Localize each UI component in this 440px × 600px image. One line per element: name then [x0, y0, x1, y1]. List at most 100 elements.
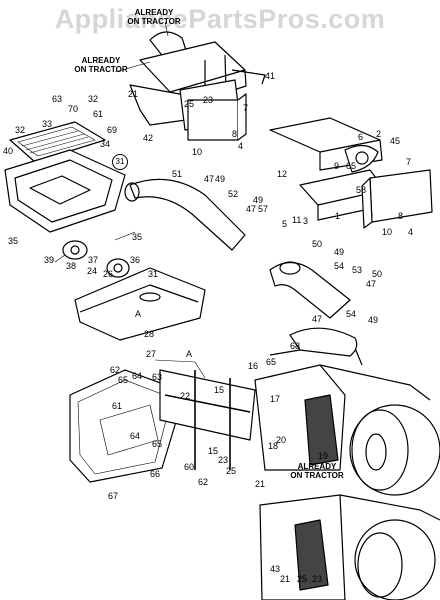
- already-on-tractor-note-top: ALREADY ON TRACTOR: [127, 8, 181, 26]
- part-callout: 50: [312, 239, 323, 249]
- part-callout: 7: [243, 103, 249, 113]
- part-callout: 41: [265, 71, 276, 81]
- part-callout: 67: [108, 491, 119, 501]
- part-callout: 54: [334, 261, 345, 271]
- part-callout: 63: [152, 372, 163, 382]
- watermark: AppliancePartsPros.com: [54, 4, 386, 34]
- part-callout: 23: [203, 95, 214, 105]
- part-callout: 64: [130, 431, 141, 441]
- inset-detail: [259, 494, 440, 600]
- part-callout: 11: [292, 215, 302, 225]
- part-callout: 17: [270, 394, 281, 404]
- part-callout: 63: [52, 94, 63, 104]
- part-callout: 26: [103, 269, 114, 279]
- part-callout: 47: [246, 204, 257, 214]
- part-callout: 21: [255, 479, 266, 489]
- part-callout: 23: [218, 455, 229, 465]
- part-callout: 27: [146, 349, 157, 359]
- part-callout: 1: [335, 211, 341, 221]
- part-callout: 61: [93, 109, 104, 119]
- part-callout: 62: [110, 365, 121, 375]
- part-callout: 37: [88, 255, 99, 265]
- part-callout: 39: [44, 255, 55, 265]
- mounting-frame: [159, 369, 256, 470]
- weight-box-upper: [187, 93, 247, 141]
- part-callout: A: [186, 349, 193, 359]
- part-callout: 47: [204, 174, 215, 184]
- part-callout: 7: [406, 157, 412, 167]
- weight-box-right: [361, 169, 433, 229]
- part-callout: 62: [198, 477, 209, 487]
- part-callout: 4: [238, 141, 244, 151]
- part-callout: 32: [15, 125, 26, 135]
- part-callout: 42: [143, 133, 154, 143]
- part-callout: 21: [128, 89, 139, 99]
- part-callout: 31: [148, 269, 159, 279]
- part-callout: 69: [107, 125, 118, 135]
- part-callout: 65: [118, 375, 129, 385]
- part-callout: 3: [303, 216, 309, 226]
- left-pulleys: [62, 240, 130, 278]
- part-callout: 32: [88, 94, 99, 104]
- part-callout: 25: [184, 99, 195, 109]
- part-callout: 49: [215, 174, 226, 184]
- part-callout: 43: [270, 564, 281, 574]
- part-callout: 51: [172, 169, 183, 179]
- part-callout: 61: [112, 401, 123, 411]
- part-callout: 35: [132, 232, 143, 242]
- part-callout: 49: [253, 195, 264, 205]
- part-callout: 64: [132, 371, 143, 381]
- part-callout: 34: [100, 139, 111, 149]
- part-callout: 5: [282, 219, 288, 229]
- part-callout: 53: [352, 265, 363, 275]
- catcher-cover: [74, 267, 206, 341]
- part-callout: 12: [277, 169, 288, 179]
- part-callout: 52: [228, 189, 239, 199]
- part-callout: 25: [297, 574, 308, 584]
- part-callout: 25: [226, 466, 237, 476]
- part-callout: 4: [408, 227, 414, 237]
- part-callout: 6: [358, 132, 364, 142]
- part-callout: 66: [150, 469, 161, 479]
- part-callout-circled: 31: [112, 154, 128, 170]
- tractor-body: [254, 327, 431, 471]
- part-callout: 36: [130, 255, 141, 265]
- part-callout: 70: [68, 104, 79, 114]
- part-callout: 57: [258, 204, 269, 214]
- discharge-chute: [124, 178, 351, 319]
- part-callout: 24: [87, 266, 98, 276]
- part-callout: 49: [368, 315, 379, 325]
- part-callout: 22: [180, 391, 191, 401]
- part-callout: 16: [248, 361, 259, 371]
- part-callout: 38: [66, 261, 77, 271]
- part-callout: 19: [318, 451, 329, 461]
- part-callout: 10: [382, 227, 393, 237]
- part-callout: 18: [268, 441, 279, 451]
- part-callout: 23: [312, 574, 323, 584]
- part-callout: 21: [280, 574, 291, 584]
- part-callout: 60: [184, 462, 195, 472]
- part-callout: 20: [276, 435, 287, 445]
- already-on-tractor-note-left: ALREADY ON TRACTOR: [74, 56, 128, 74]
- part-callout: 68: [290, 341, 301, 351]
- rear-wheel: [349, 404, 440, 496]
- part-callout: 54: [346, 309, 357, 319]
- part-callout: 15: [214, 385, 225, 395]
- top-chute-bracket: [129, 31, 266, 131]
- leader-lines: [54, 21, 206, 379]
- part-callout: A: [135, 309, 142, 319]
- part-callout: 50: [372, 269, 383, 279]
- part-callout: 47: [312, 314, 323, 324]
- already-on-tractor-note-mid: ALREADY ON TRACTOR: [290, 462, 344, 480]
- part-callout: 65: [152, 439, 163, 449]
- part-callout: 8: [232, 129, 238, 139]
- part-callout: 28: [144, 329, 155, 339]
- part-callout: 8: [398, 211, 404, 221]
- part-callout: 47: [366, 279, 377, 289]
- part-callout: 2: [376, 129, 382, 139]
- part-callout: 10: [192, 147, 203, 157]
- catcher-bag: [69, 369, 186, 483]
- part-callout: 35: [8, 236, 19, 246]
- part-callout: 65: [346, 161, 357, 171]
